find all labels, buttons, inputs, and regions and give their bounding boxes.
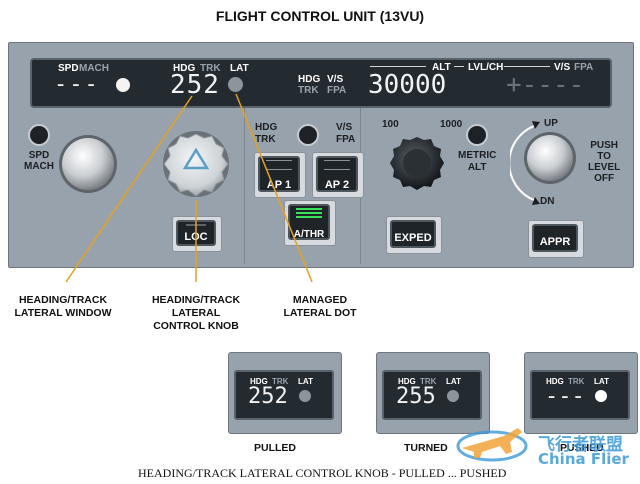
lat-label: LAT [230,63,249,74]
spd-managed-dot [116,78,130,92]
ap2-button[interactable]: AP 2 [316,156,358,192]
alt-bracket-line-right [454,66,464,67]
vs-knob[interactable] [522,130,578,186]
vs-window: +---- [506,70,585,100]
state-pushed-label: PUSHED [560,442,604,454]
hdg-vs-trk-fpa-pushbutton[interactable] [297,124,319,146]
fpa-label: FPA [574,62,594,73]
state-pulled-value: 252 [248,384,288,409]
heading-track-knob[interactable] [160,128,232,200]
ap2-indicator [324,160,350,170]
lvlch-label: LVL/CH [468,62,504,73]
state-pulled-trk: TRK [272,377,289,386]
state-strip-pulled [234,370,334,420]
state-pulled-hdg: HDG [250,377,268,386]
mode-hdg-label: HDG [298,74,321,85]
vs-knob-arrows [510,121,540,205]
mach-label: MACH [79,63,109,74]
vs-bracket-line [504,66,550,67]
mode-trk-label: TRK [298,85,319,96]
state-pulled-dot [299,390,311,402]
athr-label: A/THR [293,229,325,240]
state-pushed-trk: TRK [568,377,585,386]
state-pushed-dot [595,390,607,402]
appr-label: APPR [539,236,571,248]
callout-control-knob: HEADING/TRACK LATERAL CONTROL KNOB [151,294,241,332]
watermark-cn: 飞行者联盟 [538,435,623,455]
athr-indicator-2 [296,212,322,214]
state-turned-hdg: HDG [398,377,416,386]
managed-lateral-dot [228,77,243,92]
ap2-label: AP 2 [324,179,350,191]
exped-button[interactable]: EXPED [390,220,436,248]
ap1-indicator [266,160,292,170]
panel-divider-left [244,106,245,264]
vs-label: V/S [554,62,571,73]
altitude-knob[interactable] [388,134,446,192]
hdg-label: HDG [173,63,196,74]
metric-alt-label: METRIC ALT [458,150,497,173]
vs-dn-label: DN [540,196,555,207]
state-turned-lat: LAT [446,377,461,386]
diagram-title: FLIGHT CONTROL UNIT (13VU) [215,8,425,24]
athr-indicator-1 [296,208,322,210]
state-turned-value: 255 [396,384,436,409]
altitude-window: 30000 [368,70,447,100]
metric-alt-pushbutton[interactable] [466,124,488,146]
callout-lateral-dot: MANAGED LATERAL DOT [283,294,357,319]
alt-label: ALT [432,62,451,73]
callout-lateral-window: HEADING/TRACK LATERAL WINDOW [14,294,112,319]
athr-button[interactable]: A/THR [288,204,330,240]
athr-indicator-3 [296,216,322,218]
exped-label: EXPED [394,232,432,244]
vs-up-label: UP [544,118,558,129]
figure-caption: HEADING/TRACK LATERAL CONTROL KNOB - PUL… [138,466,507,480]
alt-100-label: 100 [382,119,399,130]
speed-knob[interactable] [56,132,120,196]
spd-label: SPD [58,63,79,74]
spd-window: --- [54,72,100,97]
mode-vs-label: V/S [327,74,344,85]
state-pushed-hdg: HDG [546,377,564,386]
mode-fpa-label: FPA [327,85,347,96]
watermark-plane-icon [456,428,528,462]
state-pulled-lat: LAT [298,377,313,386]
spd-mach-pushbutton[interactable] [28,124,50,146]
alt-1000-label: 1000 [440,119,463,130]
state-turned-trk: TRK [420,377,437,386]
ap1-label: AP 1 [266,179,292,191]
ap1-button[interactable]: AP 1 [258,156,300,192]
state-pushed-value: --- [545,384,585,409]
state-turned-label: TURNED [404,442,448,454]
state-turned-dot [447,390,459,402]
spd-mach-label: SPD MACH [24,150,54,172]
hdg-trk-switch-label: HDG TRK [255,122,278,145]
state-strip-turned [382,370,482,420]
watermark-en: China Flier [538,450,629,468]
push-to-level-off-label: PUSH TO LEVEL OFF [588,140,621,184]
state-pulled-label: PULLED [254,442,296,454]
state-strip-pushed [530,370,630,420]
appr-button[interactable]: APPR [532,224,578,252]
vs-fpa-switch-label: V/S FPA [336,122,356,145]
alt-bracket-line-left [370,66,426,67]
heading-track-window: 252 [170,70,220,100]
state-pushed-lat: LAT [594,377,609,386]
trk-label: TRK [200,63,221,74]
